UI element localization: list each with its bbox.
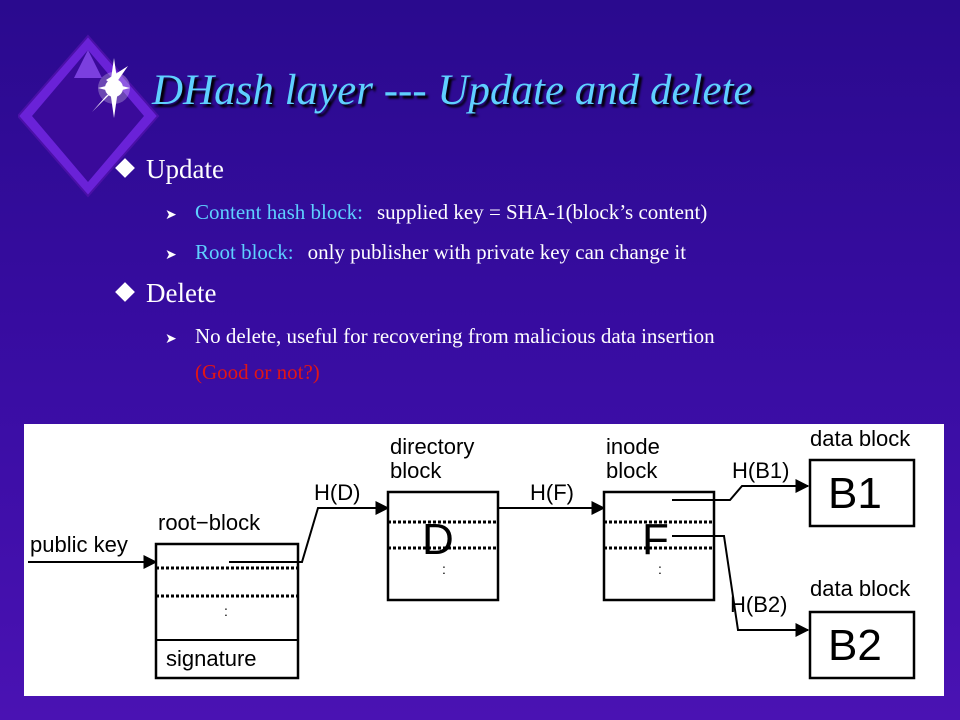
arrow-bullet-icon: ➤: [165, 208, 177, 223]
sub-bullet-root-block: ➤ Root block: only publisher with private …: [165, 240, 686, 265]
inode-block-box: [602, 490, 716, 602]
hash-b1-arrow: [672, 479, 810, 501]
hash-d-arrow: [229, 501, 390, 563]
hash-f-label: H(F): [530, 480, 574, 505]
directory-block-box: [386, 490, 500, 602]
svg-text::: :: [224, 603, 228, 619]
inode-label-1: inode: [606, 434, 660, 459]
data-block-b1-text: B1: [828, 469, 882, 518]
arrow-bullet-icon: ➤: [165, 248, 177, 263]
inode-label-2: block: [606, 458, 658, 483]
bullet-label: Update: [146, 154, 224, 184]
directory-label-2: block: [390, 458, 442, 483]
bullet-label: Delete: [146, 278, 217, 308]
data-block-b2-box: [808, 610, 916, 680]
slide-title: DHash layer --- Update and delete: [152, 67, 753, 114]
sub-bullet-value: No delete, useful for recovering from ma…: [195, 324, 715, 348]
bullet-delete: Delete: [115, 278, 217, 309]
data-block-2-label: data block: [810, 576, 911, 601]
sub-bullet-key: Root block:: [195, 240, 294, 264]
sub-bullet-no-delete: ➤ No delete, useful for recovering from m…: [165, 324, 715, 349]
directory-label-1: directory: [390, 434, 474, 459]
svg-text::: :: [658, 561, 662, 577]
diagram-canvas: public key root−block : signature H(D) d…: [28, 426, 916, 680]
hash-b2-label: H(B2): [730, 592, 787, 617]
note-good-or-not: (Good or not?): [195, 360, 320, 384]
sub-bullet-value: only publisher with private key can chan…: [307, 240, 687, 264]
signature-label: signature: [166, 646, 257, 671]
hash-b2-arrow: [672, 535, 810, 637]
root-block-box: [154, 542, 300, 680]
public-key-label: public key: [30, 532, 128, 557]
root-block-label: root−block: [158, 510, 261, 535]
sub-bullet-content-hash: ➤ Content hash block: supplied key = SHA-1…: [165, 200, 707, 225]
data-block-1-label: data block: [810, 426, 911, 451]
svg-text::: :: [442, 561, 446, 577]
arrow-bullet-icon: ➤: [165, 332, 177, 347]
diamond-star-icon: [18, 34, 160, 198]
dhash-diagram: public key root−block : signature H(D) d…: [24, 424, 944, 696]
bullet-update: Update: [115, 154, 224, 185]
data-block-b1-box: [808, 458, 916, 528]
hash-b1-label: H(B1): [732, 458, 789, 483]
sub-bullet-value: supplied key = SHA-1(block’s content): [376, 200, 708, 224]
diamond-bullet-icon: [115, 158, 135, 178]
data-block-b2-text: B2: [828, 621, 882, 670]
hash-d-label: H(D): [314, 480, 360, 505]
diamond-bullet-icon: [115, 282, 135, 302]
sub-bullet-key: Content hash block:: [195, 200, 363, 224]
